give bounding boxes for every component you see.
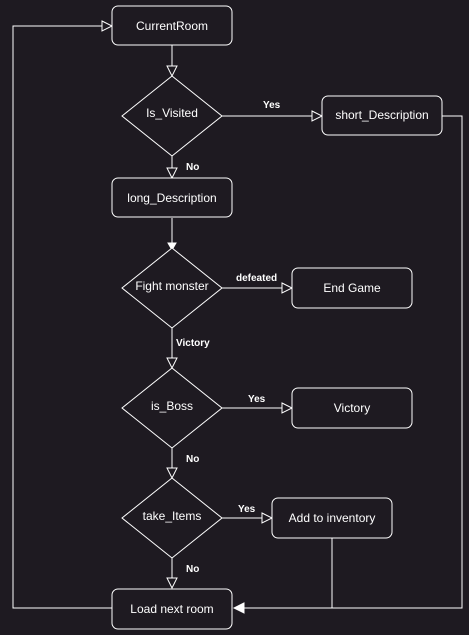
arrowhead (166, 357, 178, 370)
arrowhead (261, 512, 274, 524)
label-visited-no: No (186, 162, 199, 173)
label-boss-yes: Yes (248, 394, 266, 405)
arrowhead (166, 577, 178, 590)
node-isboss-label: is_Boss (151, 399, 193, 413)
label-visited-yes: Yes (263, 100, 281, 111)
label-boss-no: No (186, 454, 199, 465)
label-fight-victory: Victory (176, 338, 210, 349)
node-loadnextroom-label: Load next room (130, 602, 213, 616)
edge-shortdescription-to-loadnextroom (244, 115, 463, 609)
edge-loop-back-to-currentroom (12, 25, 112, 609)
label-items-yes: Yes (238, 504, 256, 515)
arrowhead (101, 20, 114, 32)
arrowhead (166, 467, 178, 480)
node-longdescription[interactable]: long_Description (111, 177, 233, 218)
arrowhead (281, 282, 294, 294)
arrowhead (281, 402, 294, 414)
node-currentroom-label: CurrentRoom (136, 19, 208, 33)
arrowhead (311, 110, 324, 122)
node-isboss-decision[interactable]: is_Boss (121, 367, 223, 449)
node-shortdescription-label: short_Description (335, 108, 428, 122)
node-takeitems-decision[interactable]: take_Items (121, 477, 223, 559)
node-isvisited-decision[interactable]: Is_Visited (121, 75, 223, 157)
label-fight-defeated: defeated (236, 273, 277, 284)
node-longdescription-label: long_Description (127, 191, 216, 205)
node-victory-label: Victory (334, 401, 370, 415)
node-fightmonster-decision[interactable]: Fight monster (121, 247, 223, 329)
node-shortdescription[interactable]: short_Description (321, 95, 443, 136)
node-endgame[interactable]: End Game (291, 267, 413, 309)
node-takeitems-label: take_Items (143, 509, 202, 523)
arrowhead (167, 242, 177, 252)
arrowhead (166, 167, 178, 180)
node-victory[interactable]: Victory (291, 387, 413, 429)
node-isvisited-label: Is_Visited (146, 106, 198, 120)
arrowhead (232, 602, 245, 614)
label-items-no: No (186, 564, 199, 575)
node-fightmonster-label: Fight monster (135, 279, 208, 293)
arrowhead (166, 65, 178, 78)
node-addtoinventory[interactable]: Add to inventory (271, 497, 393, 539)
node-endgame-label: End Game (323, 281, 381, 295)
node-loadnextroom[interactable]: Load next room (111, 588, 233, 630)
node-currentroom[interactable]: CurrentRoom (111, 5, 233, 46)
node-addtoinventory-label: Add to inventory (289, 511, 376, 525)
